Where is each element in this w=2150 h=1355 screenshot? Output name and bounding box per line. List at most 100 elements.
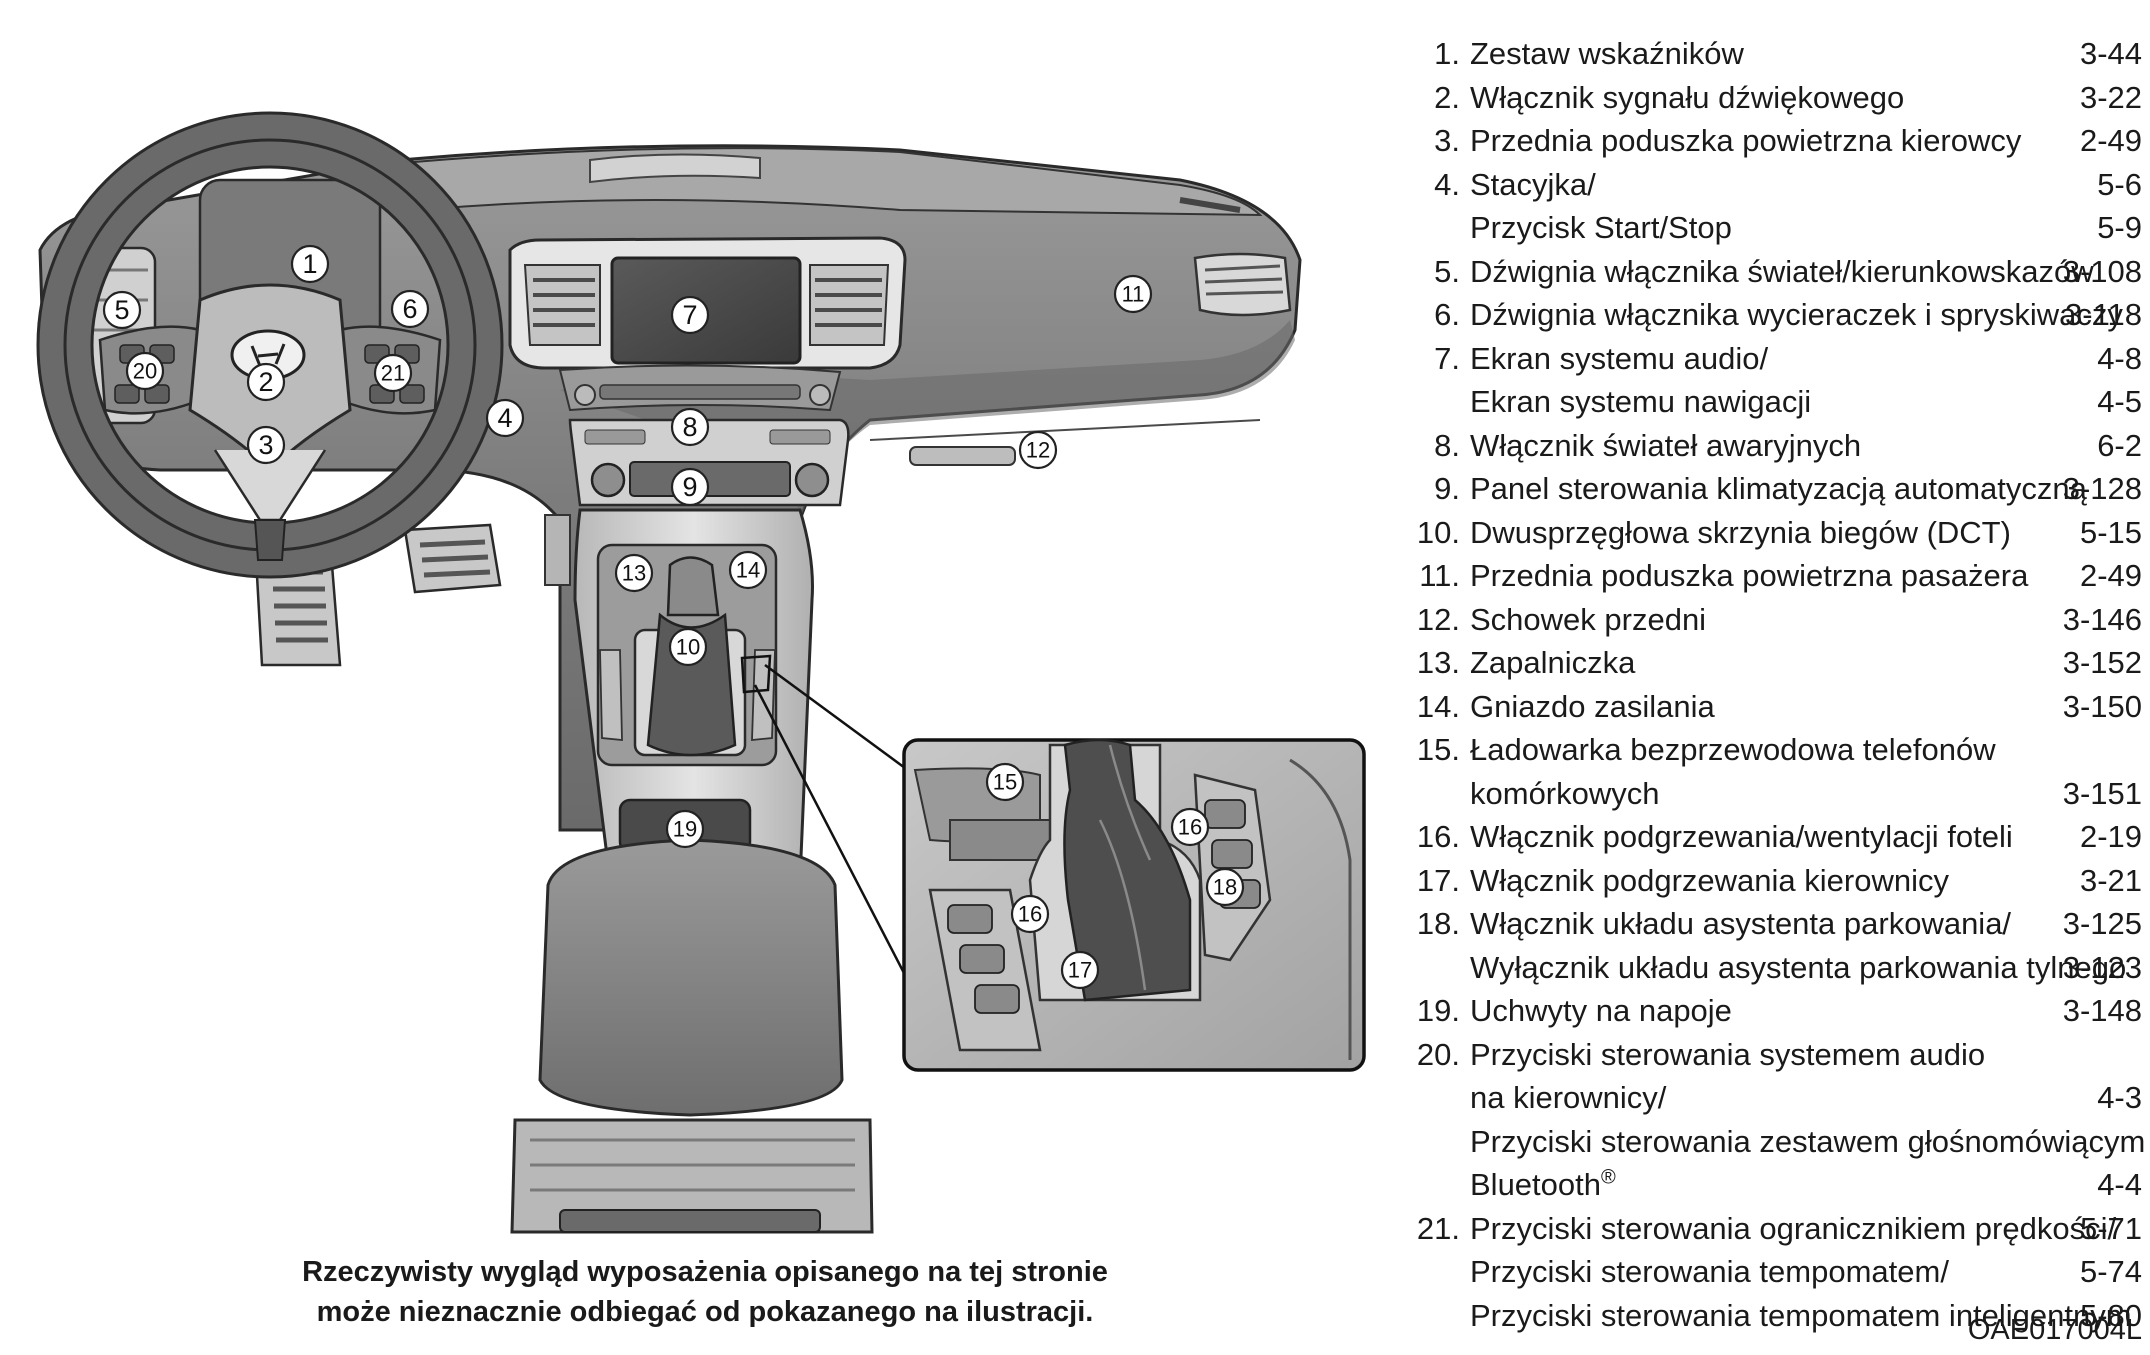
legend-text: Przyciski sterowania systemem audio [1470,1033,1985,1077]
legend-number: 3. [1434,123,1460,158]
legend-page-ref: 3-21 [2079,862,2142,898]
legend-number: 1. [1434,36,1460,71]
legend-text: Włącznik świateł awaryjnych [1470,424,1861,468]
legend-text: Bluetooth® [1470,1163,1616,1207]
figure-code: OAE017004L [1967,1314,2142,1346]
center-stack [508,236,907,507]
legend-number: 10. [1416,514,1460,550]
legend-page-ref: 5-9 [2097,210,2142,245]
legend-page-ref: 3-150 [2062,688,2142,724]
legend-line: Przyciski sterowania zestawem głośnomówi… [1380,1120,2150,1164]
legend-text: Dwusprzęgłowa skrzynia biegów (DCT) [1470,511,2011,555]
svg-text:14: 14 [736,558,760,583]
legend-text-main: na kierownicy/ [1470,1080,1667,1115]
legend-text: Włącznik podgrzewania/wentylacji foteli [1470,815,2013,859]
legend-page-ref: 4-5 [2097,384,2142,419]
legend-text-main: Włącznik układu asystenta parkowania/ [1470,906,2012,941]
legend-text-main: Włącznik sygnału dźwiękowego [1470,79,1905,115]
legend-line: Ekran systemu nawigacji 4-5 [1380,380,2150,424]
legend-line: na kierownicy/4-3 [1380,1076,2150,1120]
legend-number: 14. [1416,688,1460,724]
legend-page-ref: 3-44 [2079,36,2142,71]
legend-text-main: Włącznik podgrzewania kierownicy [1470,862,1949,898]
legend-number: 8. [1434,427,1460,463]
callout-13: 13 [614,553,654,593]
legend-number: 18. [1416,906,1460,941]
legend-page-ref: 3-152 [2062,645,2142,680]
gear-shifter [666,556,720,617]
svg-text:10: 10 [676,635,700,660]
legend-text-main: Przyciski sterowania zestawem głośnomówi… [1470,1123,2146,1159]
legend-text: Stacyjka/ [1470,163,1596,207]
svg-text:12: 12 [1026,438,1050,463]
callout-21: 21 [373,353,413,393]
legend-text-main: Gniazdo zasilania [1470,688,1715,724]
legend-number: 5. [1434,253,1460,289]
legend-text: Przednia poduszka powietrzna pasażera [1470,554,2028,598]
legend-page-ref: 3-148 [2062,993,2142,1028]
inset-callout-17: 17 [1060,950,1100,990]
legend-line: 10.Dwusprzęgłowa skrzynia biegów (DCT)5-… [1380,511,2150,555]
legend-text: Ekran systemu audio/ [1470,337,1768,381]
legend-line: 8. Włącznik świateł awaryjnych 6-2 [1380,424,2150,468]
svg-text:1: 1 [302,249,317,279]
legend-line: 7.Ekran systemu audio/4-8 [1380,337,2150,381]
legend-text: Włącznik układu asystenta parkowania/ [1470,902,2011,946]
legend-text-main: Bluetooth [1470,1167,1601,1202]
callout-10: 10 [668,627,708,667]
legend-line: 11.Przednia poduszka powietrzna pasażera… [1380,554,2150,598]
inset-callout-16b: 16 [1010,894,1050,934]
legend-entry: 15. Ładowarka bezprzewodowa telefonów komó… [1380,728,2150,815]
legend-page-ref: 6-2 [2097,427,2142,463]
legend-text: Przyciski sterowania tempomatem/ [1470,1250,1949,1294]
legend-text: Przyciski sterowania tempomatem intelige… [1470,1294,2132,1338]
legend-text-main: Przycisk Start/Stop [1470,210,1732,245]
legend-text-main: Dźwignia włącznika wycieraczek i spryski… [1470,297,2123,332]
svg-text:15: 15 [993,770,1017,795]
legend-text-main: Ekran systemu nawigacji [1470,384,1812,419]
legend-text-main: Stacyjka/ [1470,166,1596,202]
legend-entry: 10.Dwusprzęgłowa skrzynia biegów (DCT)5-… [1380,511,2150,555]
legend-entry: 21.Przyciski sterowania ogranicznikiem p… [1380,1207,2150,1338]
legend-number: 2. [1434,79,1460,115]
callout-2: 2 [246,362,286,402]
legend-line: 14. Gniazdo zasilania 3-150 [1380,685,2150,729]
legend-text-main: komórkowych [1470,775,1660,811]
legend-line: Przyciski sterowania tempomatem intelige… [1380,1294,2150,1338]
legend-text: Schowek przedni [1470,598,1706,642]
legend-entry: 18. Włącznik układu asystenta parkowania/… [1380,902,2150,989]
legend-text-main: Wyłącznik układu asystenta parkowania ty… [1470,949,2127,985]
legend-text-main: Ładowarka bezprzewodowa telefonów [1470,732,1996,767]
legend-text: Uchwyty na napoje [1470,989,1732,1033]
legend-line: 21.Przyciski sterowania ogranicznikiem p… [1380,1207,2150,1251]
legend-text: Przednia poduszka powietrzna kierowcy [1470,119,2021,163]
legend-line: 6.Dźwignia włącznika wycieraczek i sprys… [1380,293,2150,337]
legend-line: 18. Włącznik układu asystenta parkowania/… [1380,902,2150,946]
inset-callout-15: 15 [985,762,1025,802]
legend-number: 15. [1416,732,1460,767]
legend-page-ref: 4-8 [2097,340,2142,376]
svg-text:20: 20 [133,359,157,384]
legend-number: 20. [1416,1036,1460,1072]
legend-text-main: Przyciski sterowania ogranicznikiem pręd… [1470,1210,2117,1246]
legend-text-main: Przednia poduszka powietrzna kierowcy [1470,123,2022,158]
legend-text: Przyciski sterowania zestawem głośnomówi… [1470,1120,2145,1164]
legend-text: Dźwignia włącznika świateł/kierunkowskaz… [1470,250,2094,294]
legend-number: 9. [1434,471,1460,506]
legend-page-ref: 5-71 [2079,1210,2142,1246]
callout-3: 3 [246,425,286,465]
legend-text-main: Ekran systemu audio/ [1470,340,1769,376]
legend-text: Przyciski sterowania ogranicznikiem pręd… [1470,1207,2116,1251]
gear-boot [1063,738,1192,1002]
legend-entry: 14. Gniazdo zasilania 3-150 [1380,685,2150,729]
legend-line: Bluetooth®4-4 [1380,1163,2150,1207]
svg-text:11: 11 [1122,282,1145,307]
legend-text-main: Przednia poduszka powietrzna pasażera [1470,558,2029,593]
legend-page-ref: 3-146 [2062,601,2142,637]
